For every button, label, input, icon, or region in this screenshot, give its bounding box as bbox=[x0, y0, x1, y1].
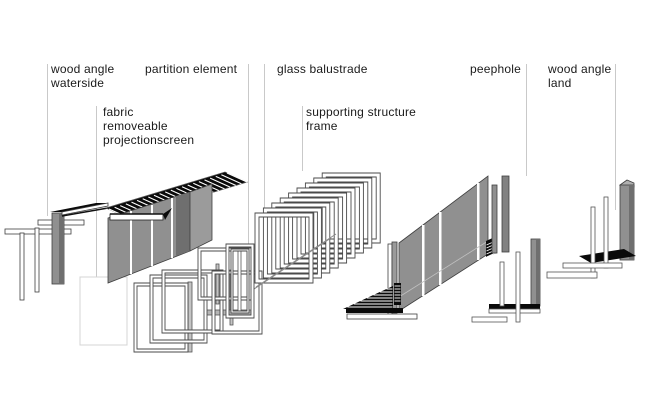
label-line: partition element bbox=[145, 62, 238, 76]
label-wood-angle-waterside: wood angle waterside bbox=[51, 62, 114, 90]
ramp-stripes bbox=[347, 288, 393, 308]
leader-lines bbox=[47, 64, 616, 292]
label-supporting-structure-frame: supporting structure frame bbox=[306, 105, 416, 133]
wood-angle-land-drawing bbox=[546, 179, 636, 279]
label-glass-balustrade: glass balustrade bbox=[277, 62, 368, 76]
label-fabric-projectionscreen: fabric removeable projectionscreen bbox=[103, 105, 194, 147]
label-wood-angle-land: wood angle land bbox=[548, 62, 611, 90]
label-line: glass balustrade bbox=[277, 62, 368, 76]
label-line: supporting structure bbox=[306, 105, 417, 119]
partition-element-drawing bbox=[104, 171, 249, 284]
label-line: wood angle bbox=[548, 62, 612, 76]
peephole-grid bbox=[394, 283, 401, 305]
label-partition-element: partition element bbox=[145, 62, 237, 76]
peephole-grid-stripes bbox=[394, 285, 401, 302]
label-peephole: peephole bbox=[470, 62, 521, 76]
diagonal-braces bbox=[250, 233, 337, 292]
label-line: removeable bbox=[103, 119, 168, 133]
label-line: land bbox=[548, 76, 572, 90]
label-line: frame bbox=[306, 119, 338, 133]
label-line: fabric bbox=[103, 105, 134, 119]
glass-balustrade-stack bbox=[254, 172, 381, 284]
peephole-wall-drawing bbox=[343, 175, 510, 320]
label-line: waterside bbox=[51, 76, 105, 90]
label-line: projectionscreen bbox=[103, 133, 195, 147]
label-line: peephole bbox=[470, 62, 521, 76]
angle-assembly-drawing bbox=[471, 238, 541, 323]
wood-angle-waterside-drawing bbox=[4, 202, 109, 301]
label-line: wood angle bbox=[51, 62, 115, 76]
fabric-projectionscreen-ghost bbox=[79, 276, 128, 346]
tall-double-frame bbox=[225, 243, 255, 319]
